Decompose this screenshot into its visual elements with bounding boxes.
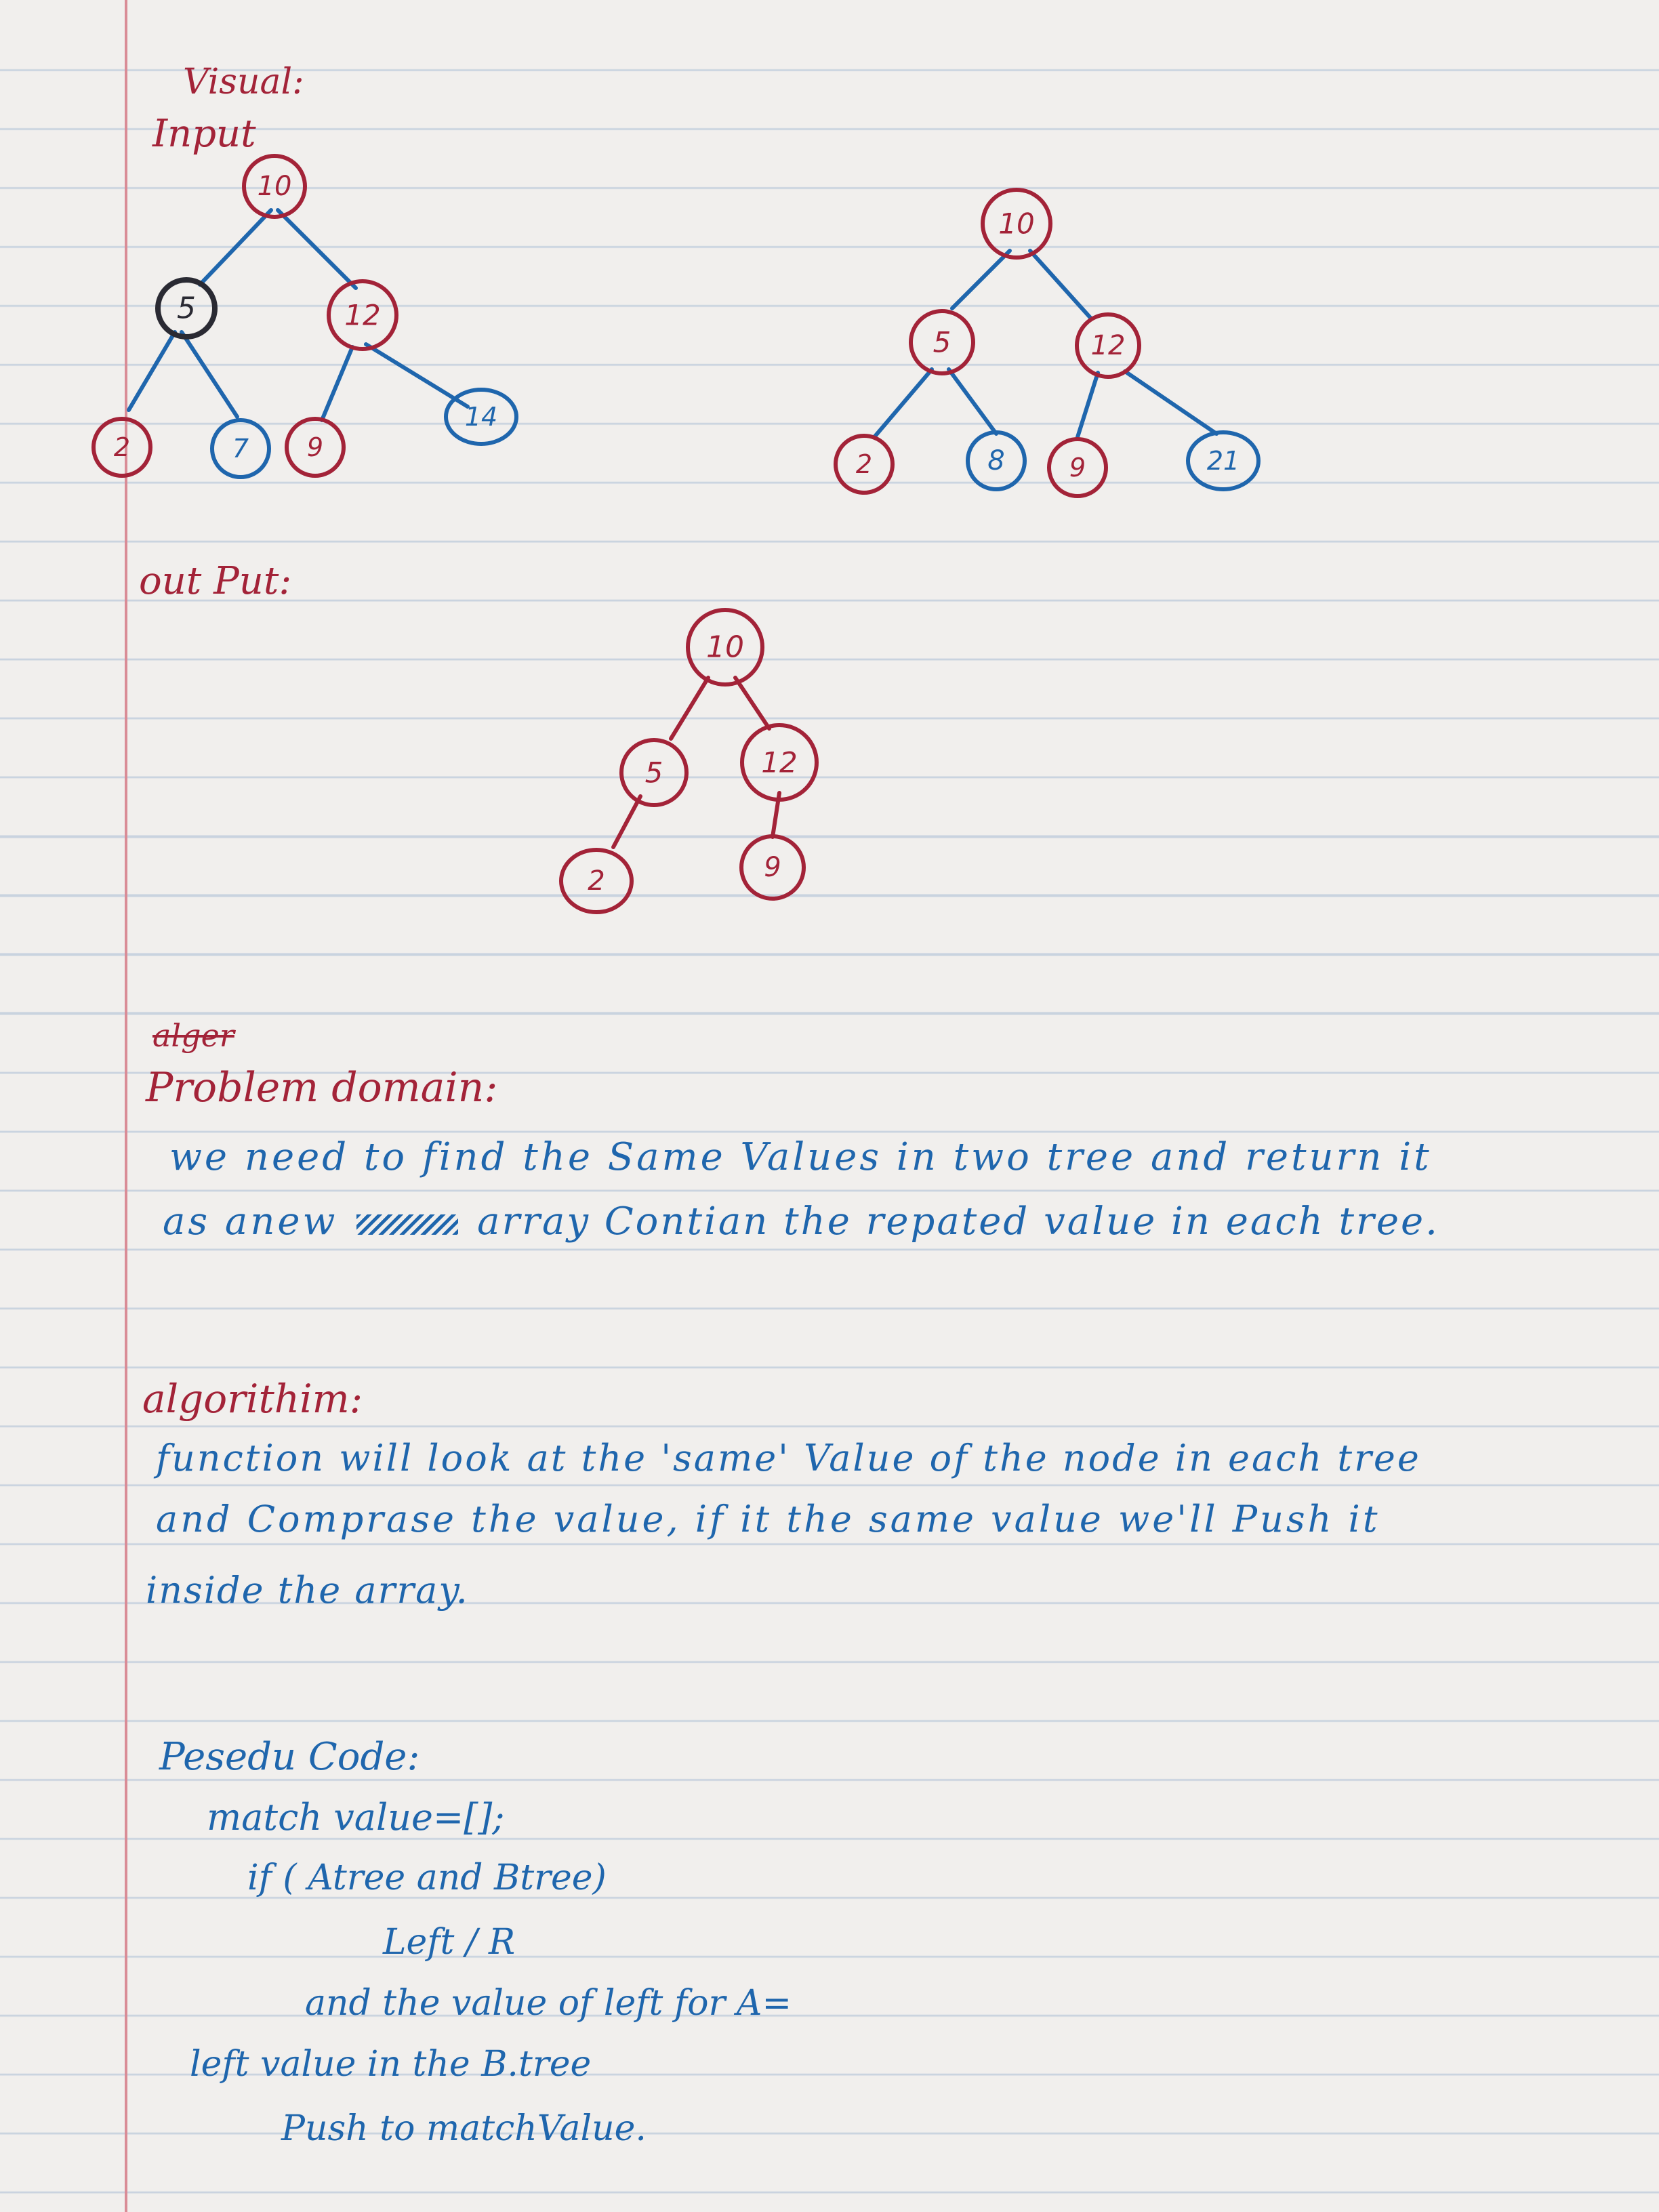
visual-heading: Visual: — [183, 62, 304, 102]
svg-text:8: 8 — [987, 445, 1004, 476]
output-label: out Put: — [139, 559, 292, 603]
algorithm-line: inside the array. — [146, 1569, 469, 1612]
problem-line-start: as anew — [163, 1200, 338, 1244]
tree-a-leaf-node: 14 — [444, 388, 518, 446]
output-root-node: 10 — [686, 608, 764, 687]
tree-a-leaf-node: 9 — [285, 417, 346, 478]
svg-text:5: 5 — [645, 756, 663, 790]
svg-text:12: 12 — [761, 746, 797, 779]
tree-b-leaf-node: 9 — [1047, 437, 1108, 498]
svg-text:9: 9 — [764, 852, 781, 883]
crossed-out-word: alger — [152, 1017, 234, 1054]
tree-b-right-node: 12 — [1075, 312, 1141, 379]
pseudocode-heading: Pesedu Code: — [159, 1735, 420, 1779]
svg-text:10: 10 — [258, 171, 292, 202]
svg-text:10: 10 — [706, 630, 744, 665]
svg-text:2: 2 — [856, 449, 872, 479]
problem-line: as anew array Contian the repated value … — [163, 1203, 1439, 1241]
svg-text:7: 7 — [232, 434, 249, 464]
svg-text:9: 9 — [307, 432, 323, 462]
pseudocode-line: if ( Atree and Btree) — [247, 1858, 607, 1898]
svg-text:12: 12 — [1091, 330, 1126, 361]
svg-text:2: 2 — [588, 865, 605, 897]
output-leaf-node: 9 — [739, 834, 806, 901]
output-right-node: 12 — [740, 723, 819, 802]
scribble-mark — [356, 1214, 459, 1235]
tree-a-root-node: 10 — [242, 154, 307, 219]
tree-a-leaf-node: 7 — [210, 418, 271, 479]
tree-b-root-node: 10 — [981, 188, 1052, 260]
algorithm-heading: algorithim: — [142, 1376, 363, 1422]
svg-text:5: 5 — [933, 326, 951, 359]
svg-text:12: 12 — [344, 299, 380, 332]
problem-domain-heading: Problem domain: — [146, 1064, 498, 1111]
svg-text:14: 14 — [465, 402, 497, 432]
svg-text:2: 2 — [114, 432, 130, 462]
input-label: Input — [152, 112, 256, 156]
tree-b-leaf-node: 2 — [834, 434, 895, 495]
svg-text:21: 21 — [1207, 446, 1240, 476]
tree-a-leaf-node: 2 — [91, 417, 152, 478]
tree-a-left-node: 5 — [155, 277, 218, 340]
pseudocode-line: and the value of left for A= — [305, 1983, 792, 2024]
tree-b-leaf-node: 8 — [966, 430, 1027, 491]
pseudocode-line: match value=[]; — [207, 1796, 505, 1839]
svg-text:5: 5 — [177, 291, 196, 326]
pseudocode-line: Push to matchValue. — [281, 2108, 647, 2149]
svg-text:9: 9 — [1069, 453, 1086, 483]
problem-line-end: array Contian the repated value in each … — [477, 1200, 1439, 1244]
pseudocode-line: Left / R — [383, 1922, 516, 1963]
pseudocode-line: left value in the B.tree — [190, 2044, 592, 2085]
algorithm-line: function will look at the 'same' Value o… — [156, 1437, 1421, 1479]
tree-b-left-node: 5 — [909, 309, 975, 375]
tree-b-edges — [872, 249, 1218, 439]
output-left-node: 5 — [619, 738, 689, 807]
tree-a-edges — [127, 208, 470, 422]
tree-a-right-node: 12 — [327, 279, 398, 351]
output-leaf-node: 2 — [559, 848, 634, 914]
tree-b-leaf-node: 21 — [1186, 430, 1261, 491]
svg-text:10: 10 — [998, 207, 1034, 241]
algorithm-line: and Comprase the value, if it the same v… — [156, 1498, 1380, 1540]
problem-line: we need to find the Same Values in two t… — [169, 1135, 1432, 1179]
notebook-margin-line — [125, 0, 127, 2212]
output-tree-edges — [611, 676, 781, 849]
